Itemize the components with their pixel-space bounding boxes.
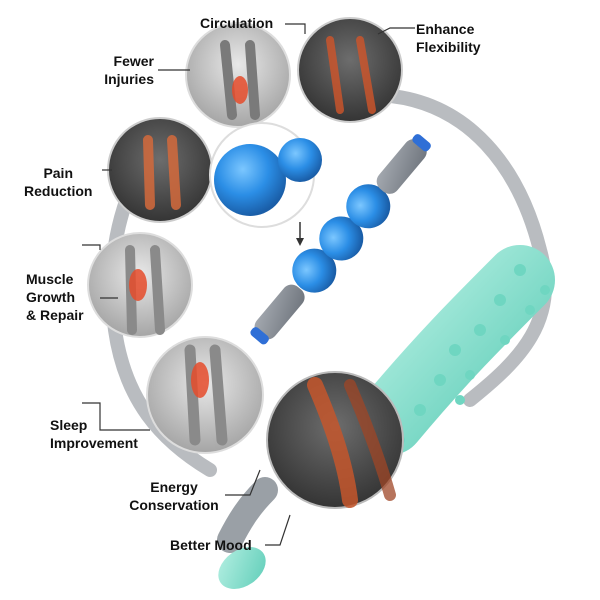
repair-text: & Repair	[26, 307, 84, 323]
label-muscle-growth-repair: Muscle Growth & Repair	[26, 270, 84, 324]
circulation-photo	[297, 17, 403, 123]
energy-text: Energy	[150, 479, 198, 495]
label-energy-conservation: Energy Conservation	[122, 478, 226, 514]
pain-text: Pain	[43, 165, 74, 181]
better-mood-text: Better Mood	[170, 537, 252, 553]
injuries-text: Injuries	[104, 71, 154, 87]
fewer-text: Fewer	[113, 53, 154, 69]
label-fewer-injuries: Fewer Injuries	[92, 52, 154, 88]
circulation-text: Circulation	[200, 15, 274, 31]
pain-reduction-photo	[107, 117, 213, 223]
label-enhance-flexibility: Enhance Flexibility	[416, 20, 481, 56]
label-pain-reduction: Pain Reduction	[24, 164, 92, 200]
growth-text: Growth	[26, 289, 75, 305]
reduction-text: Reduction	[24, 183, 93, 199]
photo-circles	[87, 17, 404, 509]
flexibility-text: Flexibility	[416, 39, 481, 55]
mint-spiky-roller	[355, 245, 555, 455]
enhance-text: Enhance	[416, 21, 475, 37]
arrow	[296, 222, 304, 246]
sleep-text: Sleep	[50, 417, 88, 433]
leader-lines	[82, 23, 415, 546]
muscle-text: Muscle	[26, 271, 74, 287]
label-circulation: Circulation	[200, 14, 273, 32]
fewer-injuries-photo	[185, 22, 291, 128]
sleep-improvement-photo	[146, 336, 264, 454]
muscle-roller-stick	[250, 134, 431, 345]
label-sleep-improvement: Sleep Improvement	[50, 416, 138, 452]
conservation-text: Conservation	[129, 497, 219, 513]
improvement-text: Improvement	[50, 435, 138, 451]
label-better-mood: Better Mood	[170, 536, 252, 554]
